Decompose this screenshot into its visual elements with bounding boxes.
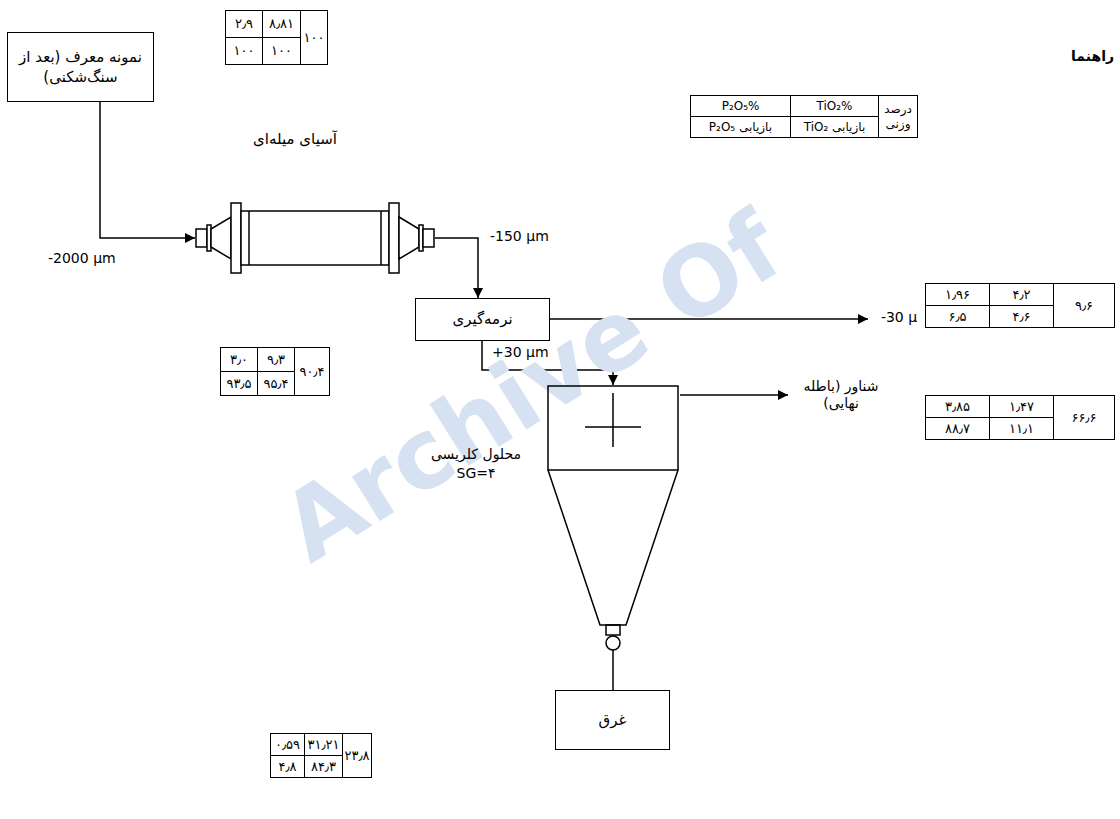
table-cell: ۱۰۰ xyxy=(262,37,301,65)
node-text: نرمه‌گیری xyxy=(452,309,512,329)
table-cell: ۹۳٫۵ xyxy=(220,371,258,396)
table-cell: ۲٫۹ xyxy=(225,10,263,38)
table-cell: ۳۱٫۲۱ xyxy=(304,733,343,756)
table-cell: ۱۱٫۱ xyxy=(989,417,1054,440)
heavy-liquid-separator: محلول کلریسی SG=۴ xyxy=(420,385,685,655)
flow-connector xyxy=(100,102,195,238)
flow-connector xyxy=(482,341,613,385)
stream-size-label: +30 µm xyxy=(490,344,551,360)
table-cell: ۴٫۲ xyxy=(989,283,1054,306)
stream-label: شناور (باطله نهایی) xyxy=(795,378,887,412)
table-cell: ۹۰٫۴ xyxy=(294,347,330,396)
rod-mill-outline xyxy=(195,125,435,280)
table-cell: ۱٫۹۶ xyxy=(925,283,990,306)
legend-table-cell: بازیابی TiO₂ xyxy=(790,116,879,138)
legend-table-cell: P₂O₅% xyxy=(690,95,791,117)
table-cell: ۸٫۸۱ xyxy=(262,10,301,38)
flow-connector xyxy=(435,238,478,298)
table-cell: ۱۰۰ xyxy=(225,37,263,65)
table-cell: ۳٫۸۵ xyxy=(925,395,990,418)
table-cell: ۶۶٫۶ xyxy=(1053,395,1115,440)
table-cell: ۴٫۸ xyxy=(270,755,305,778)
node-text: محلول کلریسی SG=۴ xyxy=(420,445,532,483)
legend-table-cell: بازیابی P₂O₅ xyxy=(690,116,791,138)
fines-arrow xyxy=(550,318,868,320)
float-arrow xyxy=(680,394,788,396)
table-cell: ۴٫۶ xyxy=(989,305,1054,328)
legend-table-cell: TiO₂% xyxy=(790,95,879,117)
legend-table-cell: درصد وزنی xyxy=(878,95,918,138)
stream-size-label: -2000 µm xyxy=(46,250,118,266)
flow-connector xyxy=(612,655,614,690)
table-cell: ۲۳٫۸ xyxy=(342,733,372,778)
table-cell: ۱٫۴۷ xyxy=(989,395,1054,418)
table-cell: ۳٫۰ xyxy=(220,347,258,372)
table-cell: ۶٫۵ xyxy=(925,305,990,328)
node-text: غرق xyxy=(599,710,627,730)
legend-title: راهنما xyxy=(1050,48,1114,65)
table-cell: ۹٫۳ xyxy=(257,347,295,372)
table-cell: ۱۰۰ xyxy=(300,10,328,65)
rod-mill: آسیای میله‌ای xyxy=(195,125,435,280)
table-cell: ۹۵٫۴ xyxy=(257,371,295,396)
table-cell: ۰٫۵۹ xyxy=(270,733,305,756)
table-cell: ۸۸٫۷ xyxy=(925,417,990,440)
table-cell: ۹٫۶ xyxy=(1053,283,1115,328)
desliming-box: نرمه‌گیری xyxy=(415,298,550,341)
node-text: نمونه معرف (بعد از سنگ‌شکنی) xyxy=(16,47,145,88)
stream-label: -30 µ xyxy=(874,309,924,326)
node-text: آسیای میله‌ای xyxy=(195,129,395,149)
sink-box: غرق xyxy=(555,690,670,750)
table-cell: ۸۴٫۳ xyxy=(304,755,343,778)
heavy-liquid-separator-outline xyxy=(420,385,685,655)
sample-box: نمونه معرف (بعد از سنگ‌شکنی) xyxy=(7,32,154,102)
stream-size-label: -150 µm xyxy=(488,228,551,244)
